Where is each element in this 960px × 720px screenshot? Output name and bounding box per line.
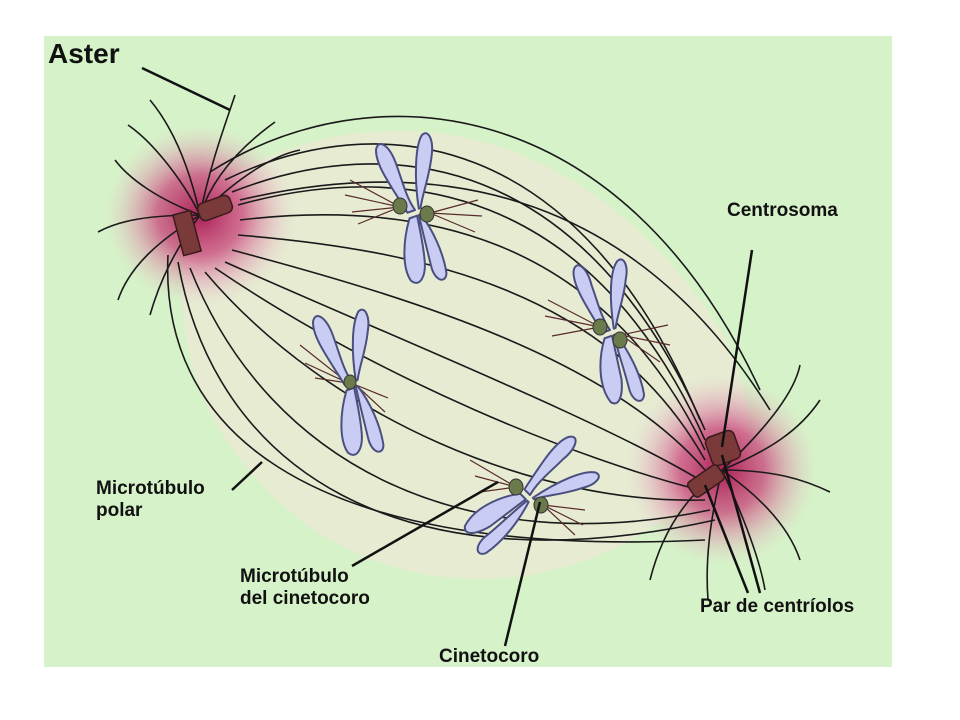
kinetochore: [533, 496, 549, 514]
kinetochore: [419, 205, 435, 223]
label-microtubulo-polar: Microtúbulo polar: [96, 478, 205, 521]
kinetochore: [508, 478, 524, 496]
chromosome-2: [572, 258, 646, 405]
chromosome-4: [463, 435, 600, 555]
kinetochores: [343, 197, 628, 514]
kinetochore: [592, 318, 608, 336]
polar-microtubules: [166, 115, 771, 543]
spindle-body: [182, 130, 748, 580]
leader-microtubulo-cinetocoro: [351, 480, 499, 568]
label-par-centriolos: Par de centríolos: [700, 596, 855, 617]
kinetochore: [612, 331, 628, 349]
leader-centrosoma: [720, 249, 754, 448]
kinetochore: [343, 374, 357, 390]
leader-microtubulo-polar: [231, 461, 263, 491]
leader-centriolo-a: [720, 454, 762, 594]
leader-centriolo-b: [703, 484, 750, 594]
label-centrosoma: Centrosoma: [727, 200, 838, 221]
centriole-pair-left: [171, 194, 234, 257]
chromosome-1: [375, 132, 448, 284]
kinetochore: [392, 197, 408, 215]
leader-lines: [141, 66, 762, 647]
label-aster: Aster: [48, 38, 120, 69]
chromosomes: [312, 132, 646, 555]
centriole-pair-right: [686, 429, 742, 498]
chromosome-3: [312, 308, 385, 456]
leader-aster: [141, 66, 231, 112]
label-microtubulo-cinetocoro: Microtúbulo del cinetocoro: [240, 566, 370, 609]
label-cinetocoro: Cinetocoro: [439, 646, 540, 667]
leader-cinetocoro: [503, 501, 542, 647]
